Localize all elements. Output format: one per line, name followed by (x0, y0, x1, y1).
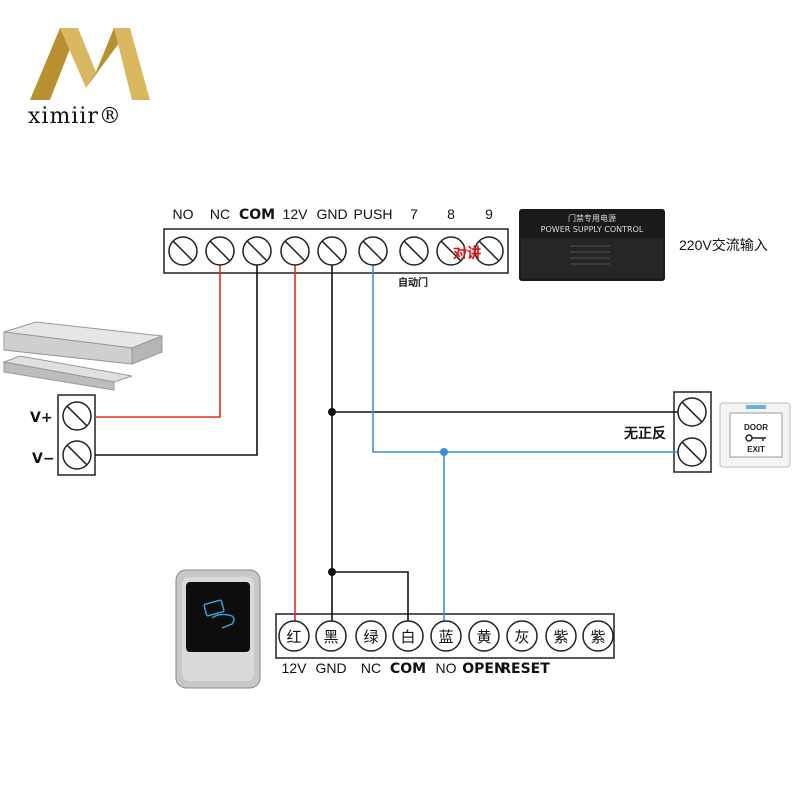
exit-screw-2 (677, 437, 707, 467)
maglock-end (131, 335, 163, 365)
card-swipe-icon (203, 599, 235, 629)
junction-push-no (440, 448, 448, 456)
top-screw-8-slot (440, 240, 462, 262)
top-screw-1 (168, 236, 198, 266)
top-screw-5-slot (321, 240, 343, 262)
auto-door-label: 自动门 (398, 276, 428, 289)
reader-cell-4 (392, 620, 424, 652)
wire-com-to-lock-minus (95, 252, 258, 456)
bottom-label-12v: 12V (282, 660, 308, 676)
top-label-push: PUSH (354, 206, 393, 222)
logo-mark-left (30, 28, 78, 100)
top-screw-4-slot (284, 240, 306, 262)
lock-plus-label: V+ (30, 410, 53, 426)
reader-cell-label-2: 黑 (323, 628, 338, 646)
exit-door-text: DOOR (744, 423, 768, 432)
reader-panel (186, 582, 250, 652)
intercom-label: 对讲 (453, 245, 481, 262)
psu-input-label: 220V交流输入 (679, 237, 768, 253)
lock-screw-plus-slot (66, 405, 88, 427)
exit-screw-1 (677, 397, 707, 427)
reader-cell-2 (315, 620, 347, 652)
card-reader (175, 569, 261, 689)
top-label-com: COM (239, 207, 275, 223)
top-label-8: 8 (447, 206, 455, 222)
key-icon (745, 434, 766, 442)
reader-cell-1 (278, 620, 310, 652)
top-screw-3-slot (246, 240, 268, 262)
top-label-gnd: GND (316, 206, 347, 222)
psu-label-en: POWER SUPPLY CONTROL (541, 225, 644, 234)
magnetic-lock (2, 321, 163, 391)
wire-nc-to-lock-plus (95, 252, 221, 418)
top-screw-2 (205, 236, 235, 266)
reader-cell-3 (355, 620, 387, 652)
top-screw-1-slot (172, 240, 194, 262)
brand-logo: ximiir® (28, 28, 150, 129)
top-screw-2-slot (209, 240, 231, 262)
lock-minus-label: V− (32, 451, 55, 467)
exit-screw-1-slot (681, 401, 703, 423)
armature-face (3, 361, 115, 391)
reader-cell-label-6: 黄 (476, 628, 491, 646)
reader-cell-label-5: 蓝 (438, 628, 453, 646)
reader-cell-5 (430, 620, 462, 652)
reader-cell-9 (582, 620, 614, 652)
exit-button-face (729, 412, 783, 458)
lock-screw-minus (62, 440, 92, 470)
psu-label-cn: 门禁专用电源 (568, 213, 616, 223)
card-swipe-icon-card (203, 599, 225, 617)
logo-mark-right (114, 28, 150, 100)
top-screw-7-slot (403, 240, 425, 262)
reader-cell-label-9: 紫 (590, 628, 605, 646)
top-label-7: 7 (410, 206, 418, 222)
exit-button: DOOR EXIT (719, 402, 791, 468)
top-screw-9-slot (478, 240, 500, 262)
bottom-label-com: COM (390, 661, 426, 677)
top-label-12v: 12V (283, 206, 309, 222)
top-screw-7 (399, 236, 429, 266)
junction-gnd-exit (328, 408, 336, 416)
top-label-nc: NC (210, 206, 230, 222)
top-screw-6 (358, 236, 388, 266)
top-screw-6-slot (362, 240, 384, 262)
screw-overlays: 对讲红 黑 绿 白 蓝 黄 灰 紫 紫 (62, 236, 707, 652)
top-label-9: 9 (485, 206, 493, 222)
wires (95, 252, 692, 636)
top-screw-3 (242, 236, 272, 266)
card-swipe-icon-hand (211, 613, 235, 629)
psu-vents (570, 245, 610, 265)
top-screw-9 (474, 236, 504, 266)
wire-gnd-to-reader-com (332, 571, 409, 636)
brand-name: ximiir® (28, 104, 122, 129)
lock-screw-plus (62, 401, 92, 431)
exit-led-strip (746, 405, 766, 409)
reader-cell-label-1: 红 (286, 628, 301, 646)
reader-cell-6 (468, 620, 500, 652)
top-screw-4 (280, 236, 310, 266)
top-screw-8 (436, 236, 466, 266)
power-supply: 门禁专用电源 POWER SUPPLY CONTROL 220V交流输入 (519, 209, 768, 281)
top-label-no: NO (173, 206, 194, 222)
reader-cell-label-3: 绿 (363, 628, 378, 646)
reader-cell-label-4: 白 (400, 628, 415, 646)
bottom-label-open: OPEN (462, 661, 505, 677)
bottom-label-nc: NC (361, 660, 381, 676)
exit-screw-2-slot (681, 441, 703, 463)
reader-cell-label-8: 紫 (553, 628, 568, 646)
bottom-label-gnd: GND (315, 660, 346, 676)
reader-cell-label-7: 灰 (514, 628, 529, 646)
exit-polarity-label: 无正反 (623, 425, 666, 442)
bottom-label-no: NO (436, 660, 457, 676)
junction-gnd-com (328, 568, 336, 576)
logo-mark-mid-left (60, 28, 96, 88)
lock-screw-minus-slot (66, 444, 88, 466)
wire-push-to-exit (372, 252, 692, 453)
reader-cell-7 (506, 620, 538, 652)
exit-exit-text: EXIT (747, 445, 765, 454)
bottom-label-reset: RESET (500, 661, 550, 677)
reader-cell-8 (545, 620, 577, 652)
top-screw-5 (317, 236, 347, 266)
